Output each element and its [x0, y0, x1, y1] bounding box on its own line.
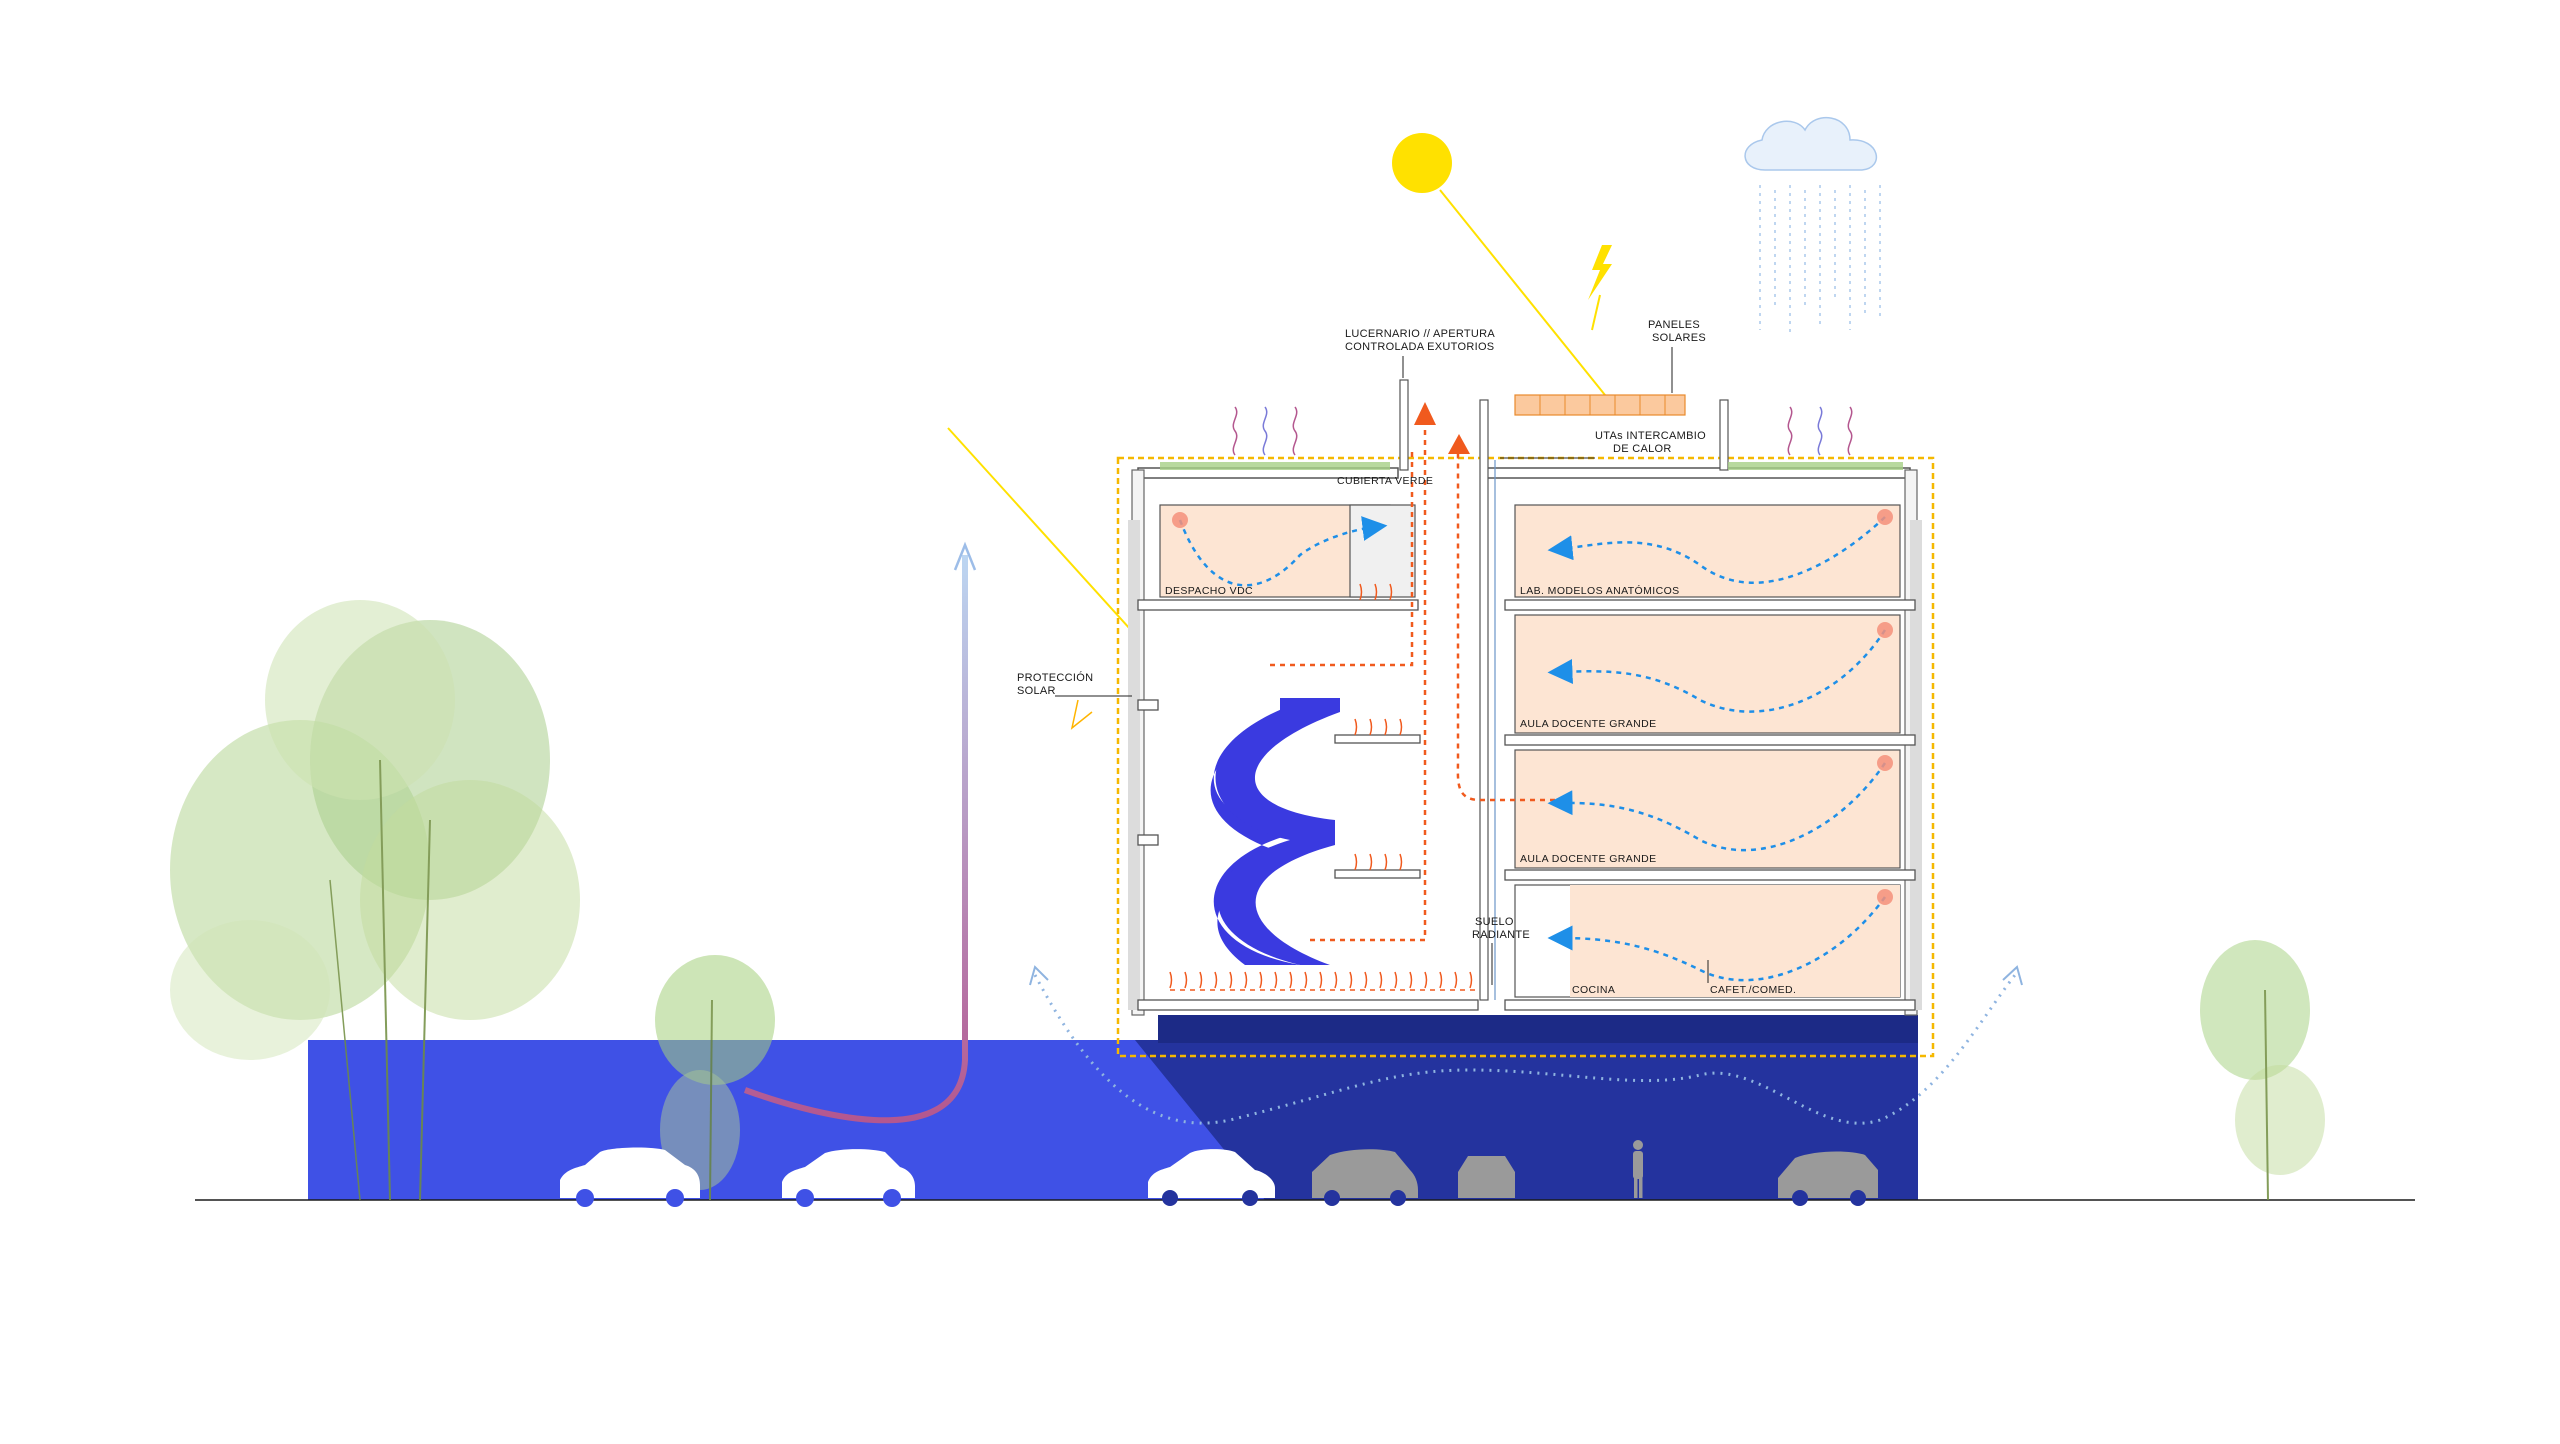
car-icon: [1458, 1156, 1515, 1198]
green-roof-left: [1160, 462, 1390, 470]
solar-protection-label-line2: SOLAR: [1017, 685, 1056, 697]
thermal-envelope: [1116, 456, 1935, 1058]
heat-rising-icons: [1232, 406, 1853, 456]
ground-volume: [195, 1015, 2415, 1201]
car-icon: [1778, 1151, 1878, 1206]
car-icon: [560, 1147, 700, 1207]
lightning-icon: [1588, 245, 1612, 331]
solar-panels: [1514, 394, 1686, 416]
ground-air-circulation: [1033, 974, 2017, 1125]
green-roof-right: [1728, 462, 1903, 470]
car-icon: [1312, 1149, 1418, 1206]
solar-panels-label-line1: PANELES: [1648, 319, 1700, 331]
room-label-cafeteria: CAFET./COMED.: [1710, 984, 1796, 996]
staircase: [1210, 702, 1300, 965]
room-label-aula-2: AULA DOCENTE GRANDE: [1520, 853, 1657, 865]
solar-panels-label-line2: SOLARES: [1652, 332, 1706, 344]
person-icon: [1633, 1140, 1643, 1198]
ventilation-stack: [743, 541, 977, 1124]
car-icon: [1148, 1149, 1275, 1206]
cloud-icon: [1744, 116, 1878, 171]
green-roof-label: CUBIERTA VERDE: [1337, 475, 1433, 487]
tree-icon: [170, 600, 580, 1201]
sun-icon: [947, 133, 1606, 730]
utas-label-line2: DE CALOR: [1613, 443, 1672, 455]
room-label-lab: LAB. MODELOS ANATÓMICOS: [1520, 584, 1680, 597]
heat-flows: [1170, 430, 1555, 991]
room-aula-1: [1514, 614, 1901, 734]
building-section: [1128, 379, 1922, 1016]
radiant-floor-label-line2: RADIANTE: [1472, 929, 1530, 941]
radiant-floor-label-line1: SUELO: [1475, 916, 1514, 928]
tree-icon: [655, 955, 775, 1201]
radiant-floor: [1169, 583, 1473, 989]
skylight-label-line1: LUCERNARIO // APERTURA: [1345, 328, 1495, 340]
solar-protection-label-line1: PROTECCIÓN: [1017, 671, 1093, 684]
tree-icon: [2200, 940, 2325, 1201]
annotation-labels: LUCERNARIO // APERTURA CONTROLADA EXUTOR…: [1017, 319, 1796, 996]
room-aula-2: [1514, 749, 1901, 869]
utas-label-line1: UTAs INTERCAMBIO: [1595, 430, 1706, 442]
staircase-band: [1215, 698, 1340, 965]
air-inlet-icons: [1172, 509, 1893, 905]
room-label-aula-1: AULA DOCENTE GRANDE: [1520, 718, 1657, 730]
car-icon: [782, 1149, 915, 1207]
skylight-label-line2: CONTROLADA EXUTORIOS: [1345, 341, 1494, 353]
room-label-cocina: COCINA: [1572, 984, 1615, 996]
heat-out-arrow: [1448, 434, 1470, 454]
basement-slab: [1158, 1015, 1918, 1043]
rain-icon: [1759, 185, 1881, 335]
air-flows: [1178, 516, 1887, 982]
room-lab: [1514, 504, 1901, 598]
room-label-despacho: DESPACHO VDC: [1165, 585, 1253, 597]
heat-out-arrow: [1414, 402, 1436, 425]
